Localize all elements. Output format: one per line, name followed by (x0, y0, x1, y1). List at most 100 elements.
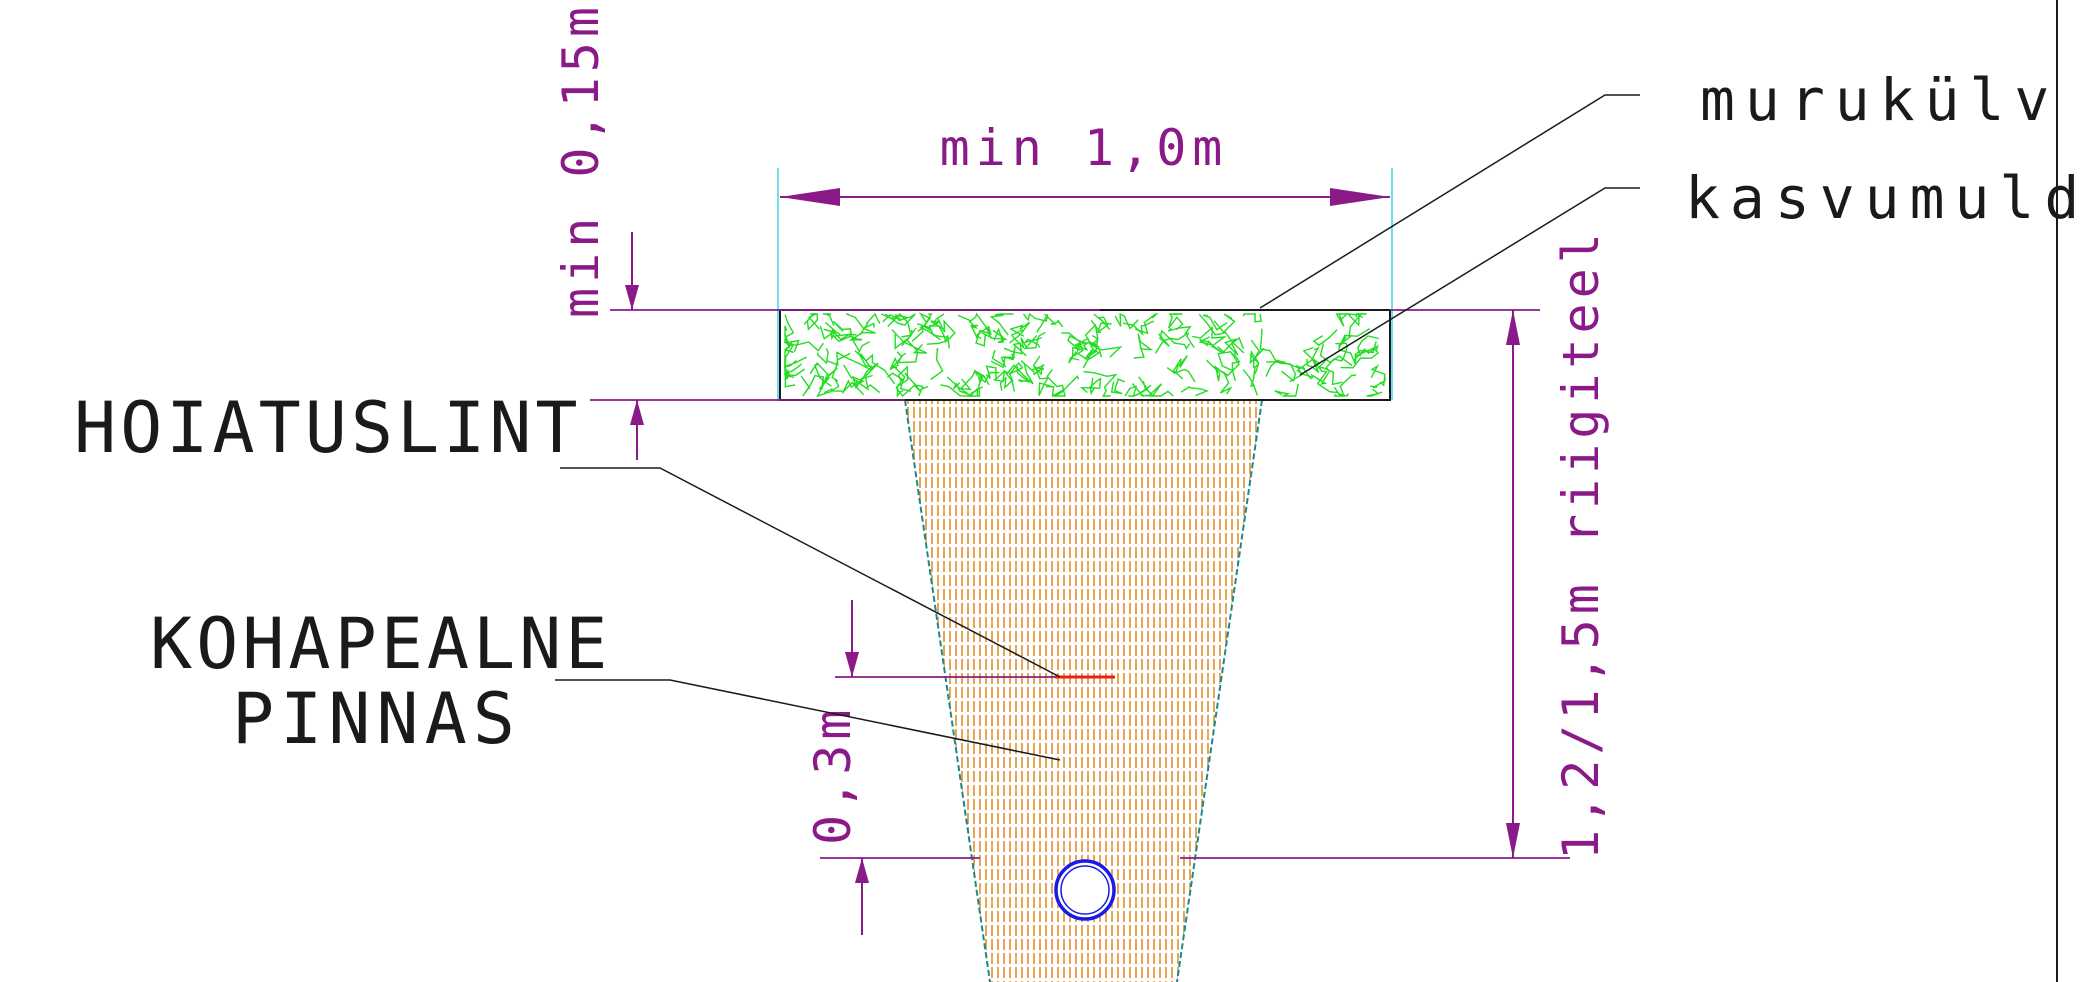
grass-stroke (1340, 347, 1380, 369)
grass-stroke (930, 348, 944, 381)
grass-stroke (1076, 341, 1097, 352)
grass-stroke (1080, 377, 1094, 394)
grass-stroke (887, 372, 922, 398)
trench-left-wall (904, 399, 991, 982)
cable-pipe-ring (1054, 859, 1116, 921)
grass-stroke (1366, 388, 1383, 397)
grass-stroke (1249, 353, 1260, 388)
grass-stroke (1133, 333, 1154, 359)
grass-stroke (803, 313, 820, 330)
grass-stroke (897, 327, 919, 364)
grass-stroke (1009, 321, 1031, 344)
grass-stroke (1088, 342, 1123, 358)
grass-stroke (784, 341, 806, 377)
grass-stroke (894, 329, 913, 350)
grass-stroke (1249, 347, 1265, 376)
grass-stroke (783, 334, 794, 354)
grass-stroke (1061, 332, 1088, 347)
grass-stroke (1198, 313, 1226, 336)
top-layer-dimension (590, 232, 1100, 460)
width-dimension-label: min 1,0m (940, 119, 1229, 177)
grass-stroke (893, 366, 911, 392)
grass-stroke (783, 356, 807, 381)
grass-stroke (1172, 355, 1188, 380)
grass-stroke (1242, 313, 1263, 323)
grass-stroke (881, 313, 901, 323)
grass-stroke (1034, 366, 1052, 396)
tape-depth-dimension-label: 0,3m (804, 705, 862, 845)
grass-stroke (1370, 377, 1386, 389)
grass-stroke (826, 351, 872, 371)
grass-stroke (1217, 336, 1245, 356)
grass-stroke (968, 320, 979, 339)
grass-stroke (891, 329, 927, 354)
top-layer-dimension-label: min 0,15m (552, 2, 610, 318)
grass-stroke (957, 312, 991, 332)
grass-stroke (822, 313, 835, 327)
depth-dimension-label: 1,2/1,5m riigiteel (1552, 228, 1610, 860)
grass-stroke (819, 321, 836, 341)
grass-stroke (1217, 351, 1240, 377)
grass-stroke (1097, 316, 1111, 333)
grass-stroke (1032, 355, 1045, 376)
grass-stroke (1312, 329, 1338, 347)
grass-stroke (1289, 364, 1312, 383)
label-local-soil-line2: PINNAS (232, 678, 521, 760)
leader-warning-tape (560, 467, 1061, 678)
grass-stroke (968, 374, 985, 397)
grass-stroke (1089, 377, 1102, 396)
grass-stroke (1335, 313, 1349, 327)
grass-stroke (993, 327, 1005, 344)
grass-stroke (1003, 342, 1027, 357)
grass-stroke (1110, 378, 1126, 395)
grass-stroke (1022, 312, 1049, 333)
grass-stroke (1219, 371, 1233, 395)
label-warning-tape: HOIATUSLINT (74, 387, 582, 469)
grass-stroke (1198, 336, 1215, 347)
grass-stroke (1045, 375, 1080, 398)
grass-stroke (1135, 313, 1159, 335)
grass-stroke (922, 320, 944, 332)
width-dimension (780, 188, 1390, 206)
grass-stroke (784, 341, 825, 352)
grass-stroke (1180, 385, 1210, 397)
grass-stroke (1274, 383, 1299, 397)
grass-stroke (1279, 362, 1297, 383)
label-local-soil-line1: KOHAPEALNE (150, 603, 611, 685)
leader-topsoil (1299, 187, 1640, 376)
label-topsoil: kasvumuld (1685, 164, 2089, 232)
grass-stroke (1006, 364, 1034, 385)
grass-stroke (1123, 320, 1155, 336)
grass-stroke (859, 312, 881, 336)
grass-stroke (857, 341, 872, 368)
grass-stroke (1250, 339, 1262, 368)
grass-stroke (928, 313, 949, 344)
grass-stroke (1002, 361, 1024, 392)
grass-stroke (860, 353, 881, 394)
grass-stroke (884, 313, 916, 326)
grass-stroke (817, 348, 829, 365)
grass-stroke (1302, 346, 1320, 373)
grass-stroke (823, 381, 865, 396)
grass-stroke (1084, 323, 1099, 356)
grass-stroke (1319, 343, 1353, 367)
grass-stroke (1043, 313, 1064, 328)
grass-stroke (1346, 313, 1367, 327)
grass-stroke (1333, 387, 1350, 397)
topsoil-layer (779, 309, 1391, 401)
grass-stroke (917, 312, 933, 333)
grass-stroke (848, 328, 876, 352)
grass-stroke (989, 313, 1014, 336)
grass-stroke (1083, 370, 1118, 397)
grass-stroke (985, 365, 1006, 383)
grass-stroke (846, 313, 875, 330)
leader-topsoil-grass (1259, 94, 1640, 309)
grass-stroke (1142, 381, 1174, 397)
grass-stroke (800, 374, 825, 397)
grass-stroke (999, 376, 1013, 391)
grass-stroke (911, 325, 941, 342)
grass-stroke (1023, 336, 1043, 348)
grass-stroke (1370, 364, 1386, 387)
grass-stroke (1020, 360, 1044, 376)
